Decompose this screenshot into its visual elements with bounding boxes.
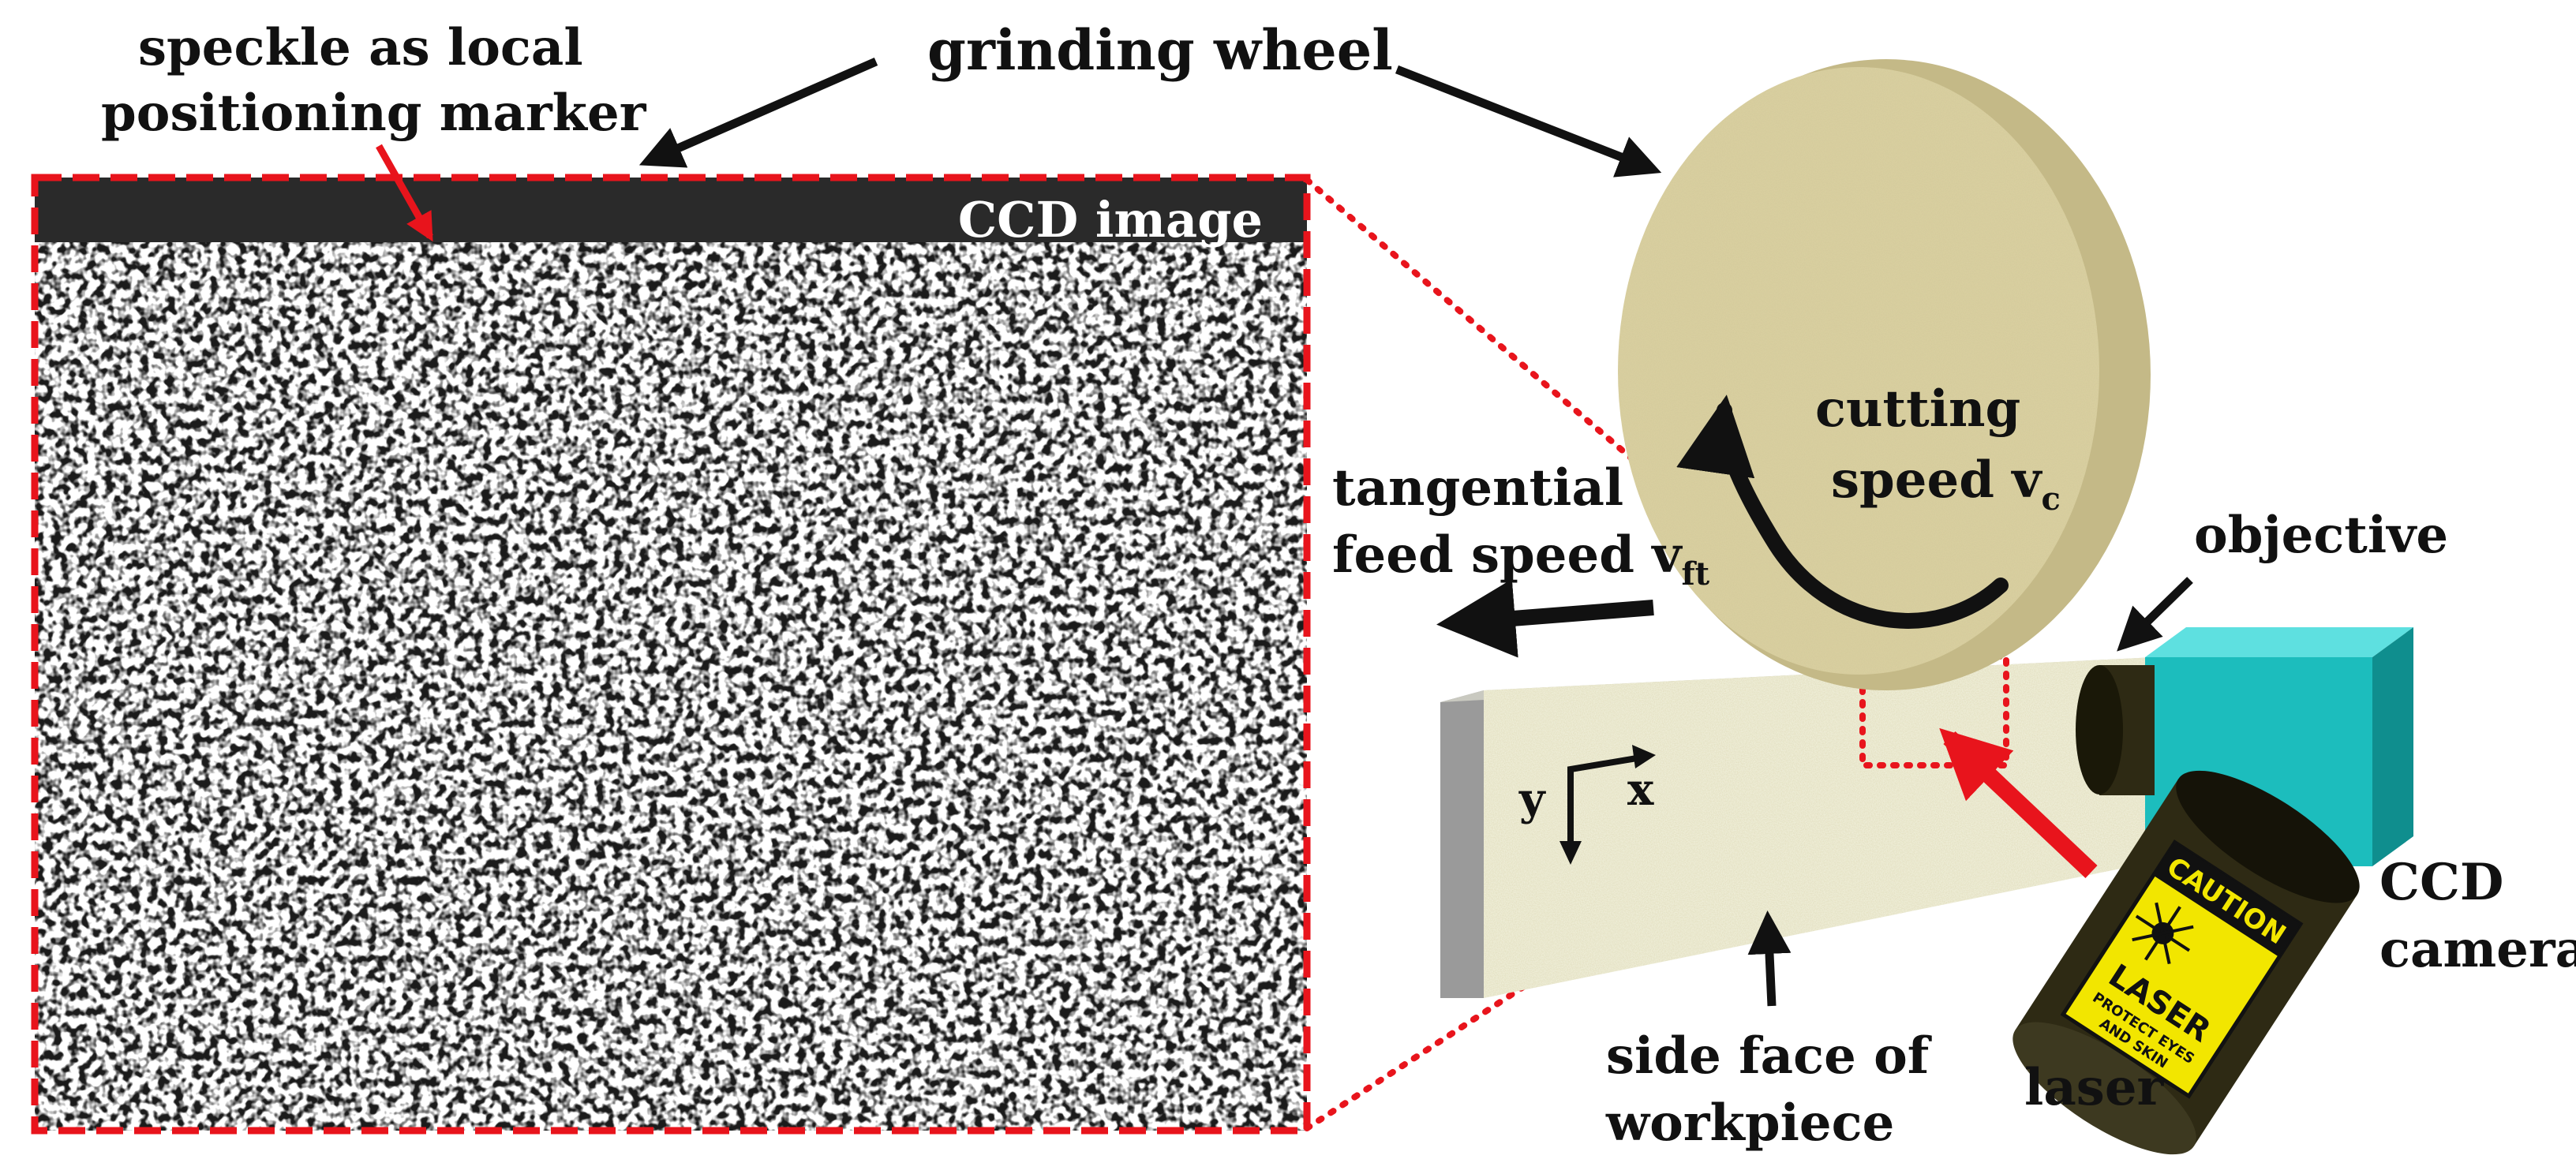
camera-side-face: [2372, 627, 2413, 866]
laser-label: laser: [2024, 1058, 2165, 1117]
arrow-to-speckle: [376, 144, 433, 242]
laser-beam-arrow: [1939, 727, 2098, 878]
objective-lens: [2076, 665, 2155, 795]
cutting-speed-main: speed v: [1831, 451, 2042, 510]
arrow-to-wheel: [1395, 65, 1662, 178]
laser-back-cap: [2012, 1022, 2196, 1155]
arrow-to-ccd-panel: [638, 57, 878, 168]
laser-front-cap: [2176, 770, 2360, 903]
grinding-wheel-label: grinding wheel: [927, 17, 1393, 83]
pointer-arrows: [376, 57, 2193, 1007]
laser-starburst-icon: [2132, 902, 2194, 965]
laser-device: CAUTION LASER PROTECT EYES AND SKIN: [2012, 770, 2360, 1155]
objective-label: objective: [2194, 506, 2448, 565]
side-face-label-line1: side face of: [1606, 1026, 1932, 1086]
ccd-camera-label-line2: camera: [2379, 920, 2576, 979]
axis-y-arrowhead: [1559, 841, 1582, 865]
ccd-speckle-pattern: [35, 241, 1307, 1131]
workpiece: [1440, 653, 2202, 998]
cutting-speed-arrow: [1676, 394, 2009, 629]
text-labels: speckle as local positioning marker grin…: [101, 17, 2576, 1153]
arrow-to-objective: [2117, 577, 2193, 652]
ccd-camera-label-line1: CCD: [2379, 853, 2503, 912]
camera-top-face: [2145, 627, 2413, 657]
speckle-label-line2: positioning marker: [101, 84, 647, 143]
workpiece-end-face: [1440, 690, 1484, 998]
cutting-speed-subscript: c: [2041, 480, 2060, 518]
axis-y-label: y: [1518, 773, 1546, 825]
axis-lines: [1567, 754, 1642, 852]
ccd-dark-top-band: [35, 178, 1307, 242]
axis-x-arrowhead: [1632, 745, 1656, 768]
coordinate-axes: y x: [1518, 745, 1656, 865]
wheel-face-grain: [1618, 67, 2099, 675]
side-face-label-line2: workpiece: [1605, 1094, 1894, 1153]
tangential-feed-subscript: ft: [1681, 555, 1709, 593]
objective-front: [2076, 665, 2123, 795]
caution-sign-header: [2153, 842, 2301, 958]
tangential-feed-label-line2: feed speed vft: [1332, 525, 1710, 593]
tangential-feed-label-line1: tangential: [1332, 458, 1623, 518]
ccd-image-panel: CCD image: [31, 174, 1311, 1135]
tangential-feed-arrow: [1436, 578, 1654, 658]
grinding-wheel: [1618, 59, 2151, 690]
workpiece-side-face-grain: [1484, 655, 2202, 998]
cutting-speed-label-line2: speed vc: [1831, 451, 2061, 518]
axis-x-label: x: [1627, 764, 1654, 816]
speckle-label-line1: speckle as local: [138, 18, 583, 77]
tangential-feed-main: feed speed v: [1332, 525, 1683, 585]
ccd-image-label: CCD image: [958, 191, 1263, 249]
arrow-to-side-face: [1747, 910, 1792, 1007]
cutting-speed-label-line1: cutting: [1815, 379, 2020, 439]
ccd-image-frame: [31, 174, 1311, 1135]
